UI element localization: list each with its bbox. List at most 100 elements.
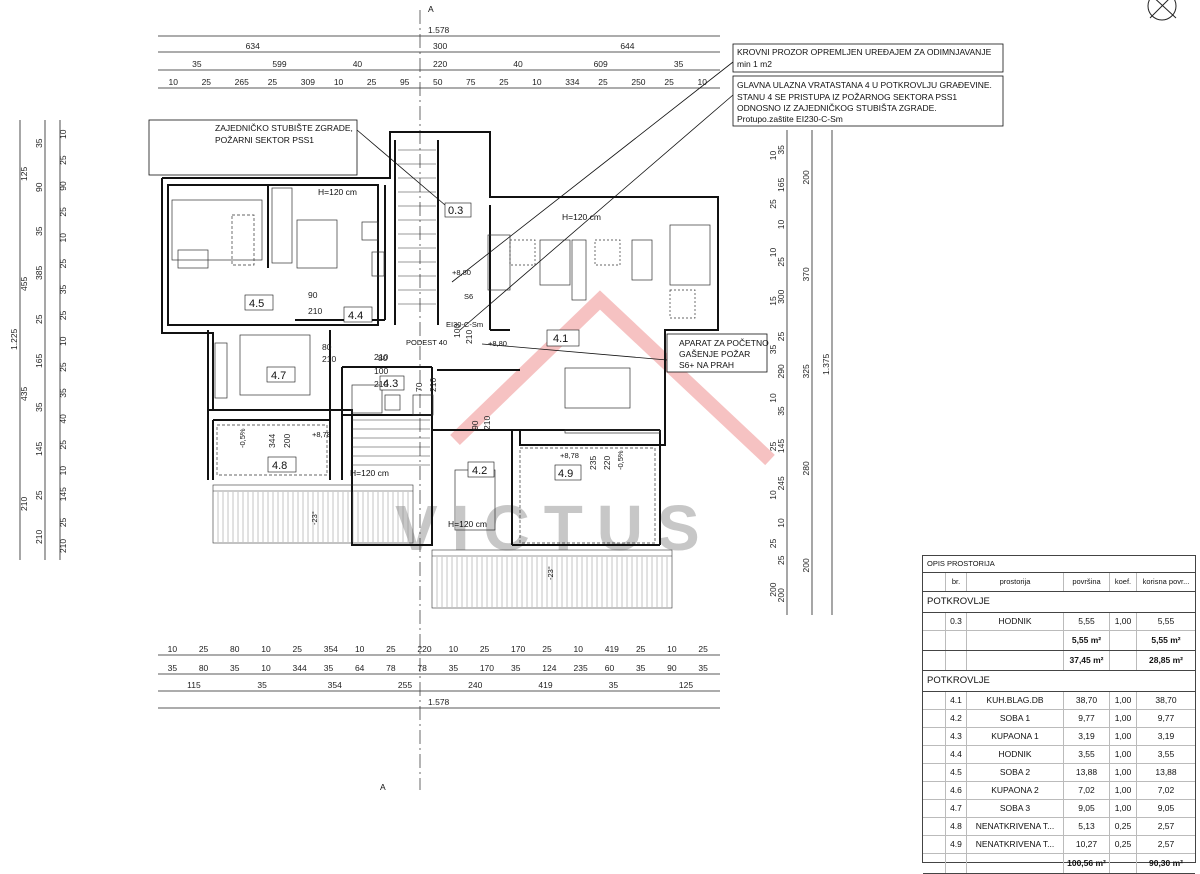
- dimension-value: 10: [334, 77, 344, 87]
- room-label-4.8: 4.8: [272, 460, 287, 472]
- table-header: br. prostorija površina koef. korisna po…: [923, 573, 1195, 592]
- dimension-value: 309: [301, 77, 315, 87]
- dimension-value: 35: [34, 138, 44, 148]
- dimension-value: 10: [58, 336, 68, 346]
- svg-text:+8,80: +8,80: [488, 339, 507, 348]
- svg-text:GLAVNA ULAZNA VRATASTANA 4 U P: GLAVNA ULAZNA VRATASTANA 4 U POTKROVLJU …: [737, 80, 992, 90]
- dimension-value: 10: [667, 644, 677, 654]
- dimension-value: 10: [768, 490, 778, 500]
- dimension-value: 634: [246, 41, 260, 51]
- dimension-value: 25: [386, 644, 396, 654]
- dimension-value: 64: [355, 663, 365, 673]
- dimension-value: 35: [58, 285, 68, 295]
- dimension-value: 124: [542, 663, 556, 673]
- dimension-value: 10: [58, 233, 68, 243]
- dimension-value: 165: [776, 178, 786, 192]
- dimension-value: 25: [58, 207, 68, 217]
- dimension-value: 354: [324, 644, 338, 654]
- dimension-value: 10: [768, 151, 778, 161]
- dimension-value: 80: [230, 644, 240, 654]
- dimension-value: 25: [58, 517, 68, 527]
- dimension-value: 115: [187, 680, 201, 690]
- svg-text:+8,78: +8,78: [560, 451, 579, 460]
- dimension-value: 10: [697, 77, 707, 87]
- svg-text:H=120 cm: H=120 cm: [448, 519, 487, 529]
- dimension-value: 25: [268, 77, 278, 87]
- leader-lines: [356, 61, 734, 361]
- dimension-value: 25: [768, 442, 778, 452]
- dimension-value: 200: [801, 170, 811, 184]
- dimension-value: 644: [620, 41, 634, 51]
- dimension-value: 35: [230, 663, 240, 673]
- section-mark-top: A: [428, 4, 434, 14]
- dimension-value: 25: [199, 644, 209, 654]
- dimension-value: 78: [417, 663, 427, 673]
- dimension-value: 10: [355, 644, 365, 654]
- dimension-value: 145: [776, 439, 786, 453]
- dimension-value: 25: [58, 310, 68, 320]
- dimension-value: 10: [768, 248, 778, 258]
- svg-text:KROVNI PROZOR OPREMLJEN UREĐAJ: KROVNI PROZOR OPREMLJEN UREĐAJEM ZA ODIM…: [737, 47, 992, 57]
- dimension-value: 10: [776, 220, 786, 230]
- svg-text:235: 235: [588, 456, 598, 470]
- dimension-value: 25: [776, 257, 786, 267]
- svg-text:GAŠENJE POŽAR: GAŠENJE POŽAR: [679, 349, 750, 359]
- dimension-value: 35: [257, 680, 267, 690]
- dimension-value: 419: [538, 680, 552, 690]
- dimension-lines: [19, 35, 833, 709]
- dimension-value: 35: [768, 345, 778, 355]
- dimension-value: 245: [776, 476, 786, 490]
- dimension-value: 35: [34, 226, 44, 236]
- svg-text:344: 344: [267, 434, 277, 448]
- svg-text:70: 70: [414, 382, 424, 392]
- svg-text:min 1 m2: min 1 m2: [737, 59, 772, 69]
- svg-text:210: 210: [428, 378, 438, 392]
- dimension-value: 90: [34, 182, 44, 192]
- svg-text:S6+ NA PRAH: S6+ NA PRAH: [679, 360, 734, 370]
- dimension-value: 220: [417, 644, 431, 654]
- dimension-value: 25: [58, 440, 68, 450]
- dimension-value: 25: [34, 490, 44, 500]
- terrace-roof: [212, 484, 673, 609]
- table-title: OPIS PROSTORIJA: [923, 556, 1195, 573]
- dimension-value: 235: [574, 663, 588, 673]
- dimension-value: 25: [776, 331, 786, 341]
- dimension-value: 10: [776, 518, 786, 528]
- dimension-value: 210: [19, 497, 29, 511]
- dimension-value: 300: [433, 41, 447, 51]
- room-schedule-table: OPIS PROSTORIJA br. prostorija površina …: [922, 555, 1196, 874]
- svg-text:H=120 cm: H=120 cm: [562, 212, 601, 222]
- svg-text:-0,5%: -0,5%: [616, 450, 625, 470]
- dimension-value: 50: [433, 77, 443, 87]
- dimension-value: 385: [34, 266, 44, 280]
- dimension-value: 455: [19, 277, 29, 291]
- dimension-value: 25: [58, 259, 68, 269]
- dimension-value: 95: [400, 77, 410, 87]
- dimension-value: 200: [776, 588, 786, 602]
- dimension-value: 10: [768, 393, 778, 403]
- dimension-value: 170: [480, 663, 494, 673]
- watermark-logo: VICTUS: [395, 290, 775, 564]
- dimension-value: 35: [609, 680, 619, 690]
- dimension-value: 290: [776, 364, 786, 378]
- dimension-value: 25: [293, 644, 303, 654]
- room-label-4.2: 4.2: [472, 465, 487, 477]
- room-label-4.4: 4.4: [348, 310, 363, 322]
- dimension-total: 1.578: [428, 697, 450, 707]
- dimension-value: 35: [776, 406, 786, 416]
- walls: [161, 131, 719, 546]
- dimension-total: 1.375: [821, 353, 831, 375]
- section-mark-bottom: A: [380, 782, 386, 792]
- dimension-value: 25: [664, 77, 674, 87]
- dimension-total: 1.225: [9, 328, 19, 350]
- room-label-4.5: 4.5: [249, 298, 264, 310]
- svg-text:-23°: -23°: [310, 511, 319, 525]
- dimension-value: 35: [511, 663, 521, 673]
- dimension-value: 25: [499, 77, 509, 87]
- table-row: 0.3 HODNIK 5,55 1,00 5,55: [923, 613, 1195, 631]
- svg-text:220: 220: [602, 456, 612, 470]
- room-label-4.7: 4.7: [271, 370, 286, 382]
- svg-text:ZAJEDNIČKO STUBIŠTE ZGRADE,: ZAJEDNIČKO STUBIŠTE ZGRADE,: [215, 123, 353, 133]
